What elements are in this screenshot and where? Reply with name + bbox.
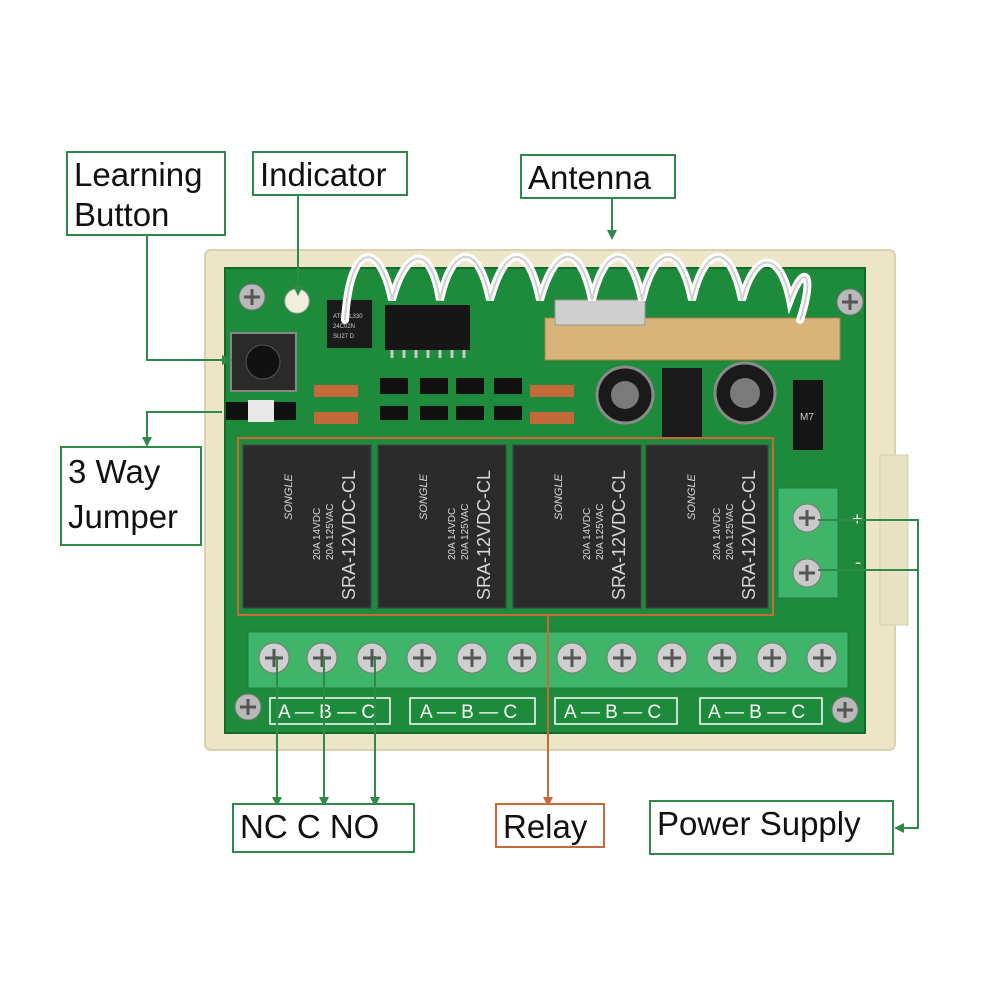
capacitor-1-top [611,381,639,409]
label-indicator: Indicator [252,151,408,196]
learning-button-cap [245,344,281,380]
terminal-screw-slot-4 [413,649,431,667]
relay-1: SRA-12VDC-CL 20A 14VDC 20A 125VAC SONGLE [242,444,372,609]
terminal-screw-slot-5 [463,649,481,667]
mounting-screw-bottom-right [831,696,859,724]
ic-decoder-pins [390,350,466,358]
leader-arrowheads [142,230,904,833]
relay-1-rating-2: 20A 125VAC [325,503,336,560]
mounting-screw-top-left [238,283,266,311]
label-indicator-text: Indicator [260,156,387,193]
leader-jumper [146,411,222,443]
terminal-group-2: A — B — C [409,697,536,725]
mounting-screw-bottom-left [234,693,262,721]
leader-relay-arrowhead [543,797,553,807]
power-minus-mark: - [855,552,861,572]
relay-3-model: SRA-12VDC-CL [609,470,629,600]
leader-learning-button [146,236,228,361]
terminal-screw-slot-9 [663,649,681,667]
output-terminal-screws [258,642,838,674]
label-power-supply: Power Supply [649,800,894,855]
terminal-group-3: A — B — C [554,697,678,725]
terminal-screw-slot-1 [265,649,283,667]
ic-decoder [385,305,470,350]
terminal-screw-slot-7 [563,649,581,667]
diodes [314,385,574,424]
relay-4-rating-2: 20A 125VAC [725,503,736,560]
label-power-text: Power Supply [657,805,861,842]
leader-lines [146,195,919,829]
label-jumper-line-2: Jumper [68,497,179,535]
relay-2-brand: SONGLE [418,473,430,520]
capacitor-2-top [730,378,760,408]
terminal-screw-slot-8 [613,649,631,667]
label-terminals-text: NC C NO [240,808,380,845]
relay-3-rating-1: 20A 14VDC [582,508,593,560]
relay-2-model: SRA-12VDC-CL [474,470,494,600]
label-relay: Relay [495,803,605,848]
label-learning-line-2: Button [74,195,170,233]
leader-power-plus [818,519,919,829]
relay-1-brand: SONGLE [283,473,295,520]
mounting-screw-top-right [836,288,864,316]
terminal-screw-slot-10 [713,649,731,667]
inductor [662,368,702,438]
terminal-group-4-text: A — B — C [708,702,805,723]
label-antenna: Antenna [520,154,676,199]
power-screw-minus [792,558,822,588]
terminal-screw-slot-2 [313,649,331,667]
relay-highlight-box [237,437,774,616]
relay-3-brand: SONGLE [553,473,565,520]
label-antenna-text: Antenna [528,159,651,196]
relay-3: SRA-12VDC-CL 20A 14VDC 20A 125VAC SONGLE [512,444,642,609]
relay-4-rating-1: 20A 14VDC [712,508,723,560]
terminal-group-4: A — B — C [699,697,823,725]
jumper-cap [248,400,274,422]
terminal-screw-slot-11 [763,649,781,667]
relay-3-rating-2: 20A 125VAC [595,503,606,560]
relay-2-rating-1: 20A 14VDC [447,508,458,560]
relay-1-model: SRA-12VDC-CL [339,470,359,600]
relay-4-model: SRA-12VDC-CL [739,470,759,600]
crystal-oscillator [554,299,646,326]
terminal-screw-slot-3 [363,649,381,667]
power-screw-plus [792,503,822,533]
label-jumper: 3 Way Jumper [60,446,202,546]
housing-side-tab [879,454,909,626]
terminal-screw-slot-12 [813,649,831,667]
terminal-group-1-text: A — B — C [278,702,375,723]
label-learning-button: Learning Button [66,151,226,236]
ic-eeprom-text-2: 24C02N [333,324,355,330]
relay-4: SRA-12VDC-CL 20A 14VDC 20A 125VAC SONGLE [645,444,769,609]
relay-2-rating-2: 20A 125VAC [460,503,471,560]
terminal-group-3-text: A — B — C [564,702,661,723]
terminal-group-2-text: A — B — C [420,702,517,723]
label-relay-text: Relay [503,808,588,845]
ic-eeprom-text-3: SU27 D [333,334,355,340]
label-jumper-line-1: 3 Way [68,453,161,490]
voltage-regulator [793,380,823,450]
relay-4-brand: SONGLE [686,473,698,520]
terminal-group-1: A — B — C [269,697,391,725]
transistors [380,378,522,420]
relay-1-rating-1: 20A 14VDC [312,508,323,560]
antenna-wire-shade [344,255,809,321]
terminal-screw-slot-6 [513,649,531,667]
label-terminals: NC C NO [232,803,415,853]
relay-2: SRA-12VDC-CL 20A 14VDC 20A 125VAC SONGLE [377,444,507,609]
regulator-text: M7 [800,412,814,423]
label-learning-line-1: Learning [74,156,203,193]
